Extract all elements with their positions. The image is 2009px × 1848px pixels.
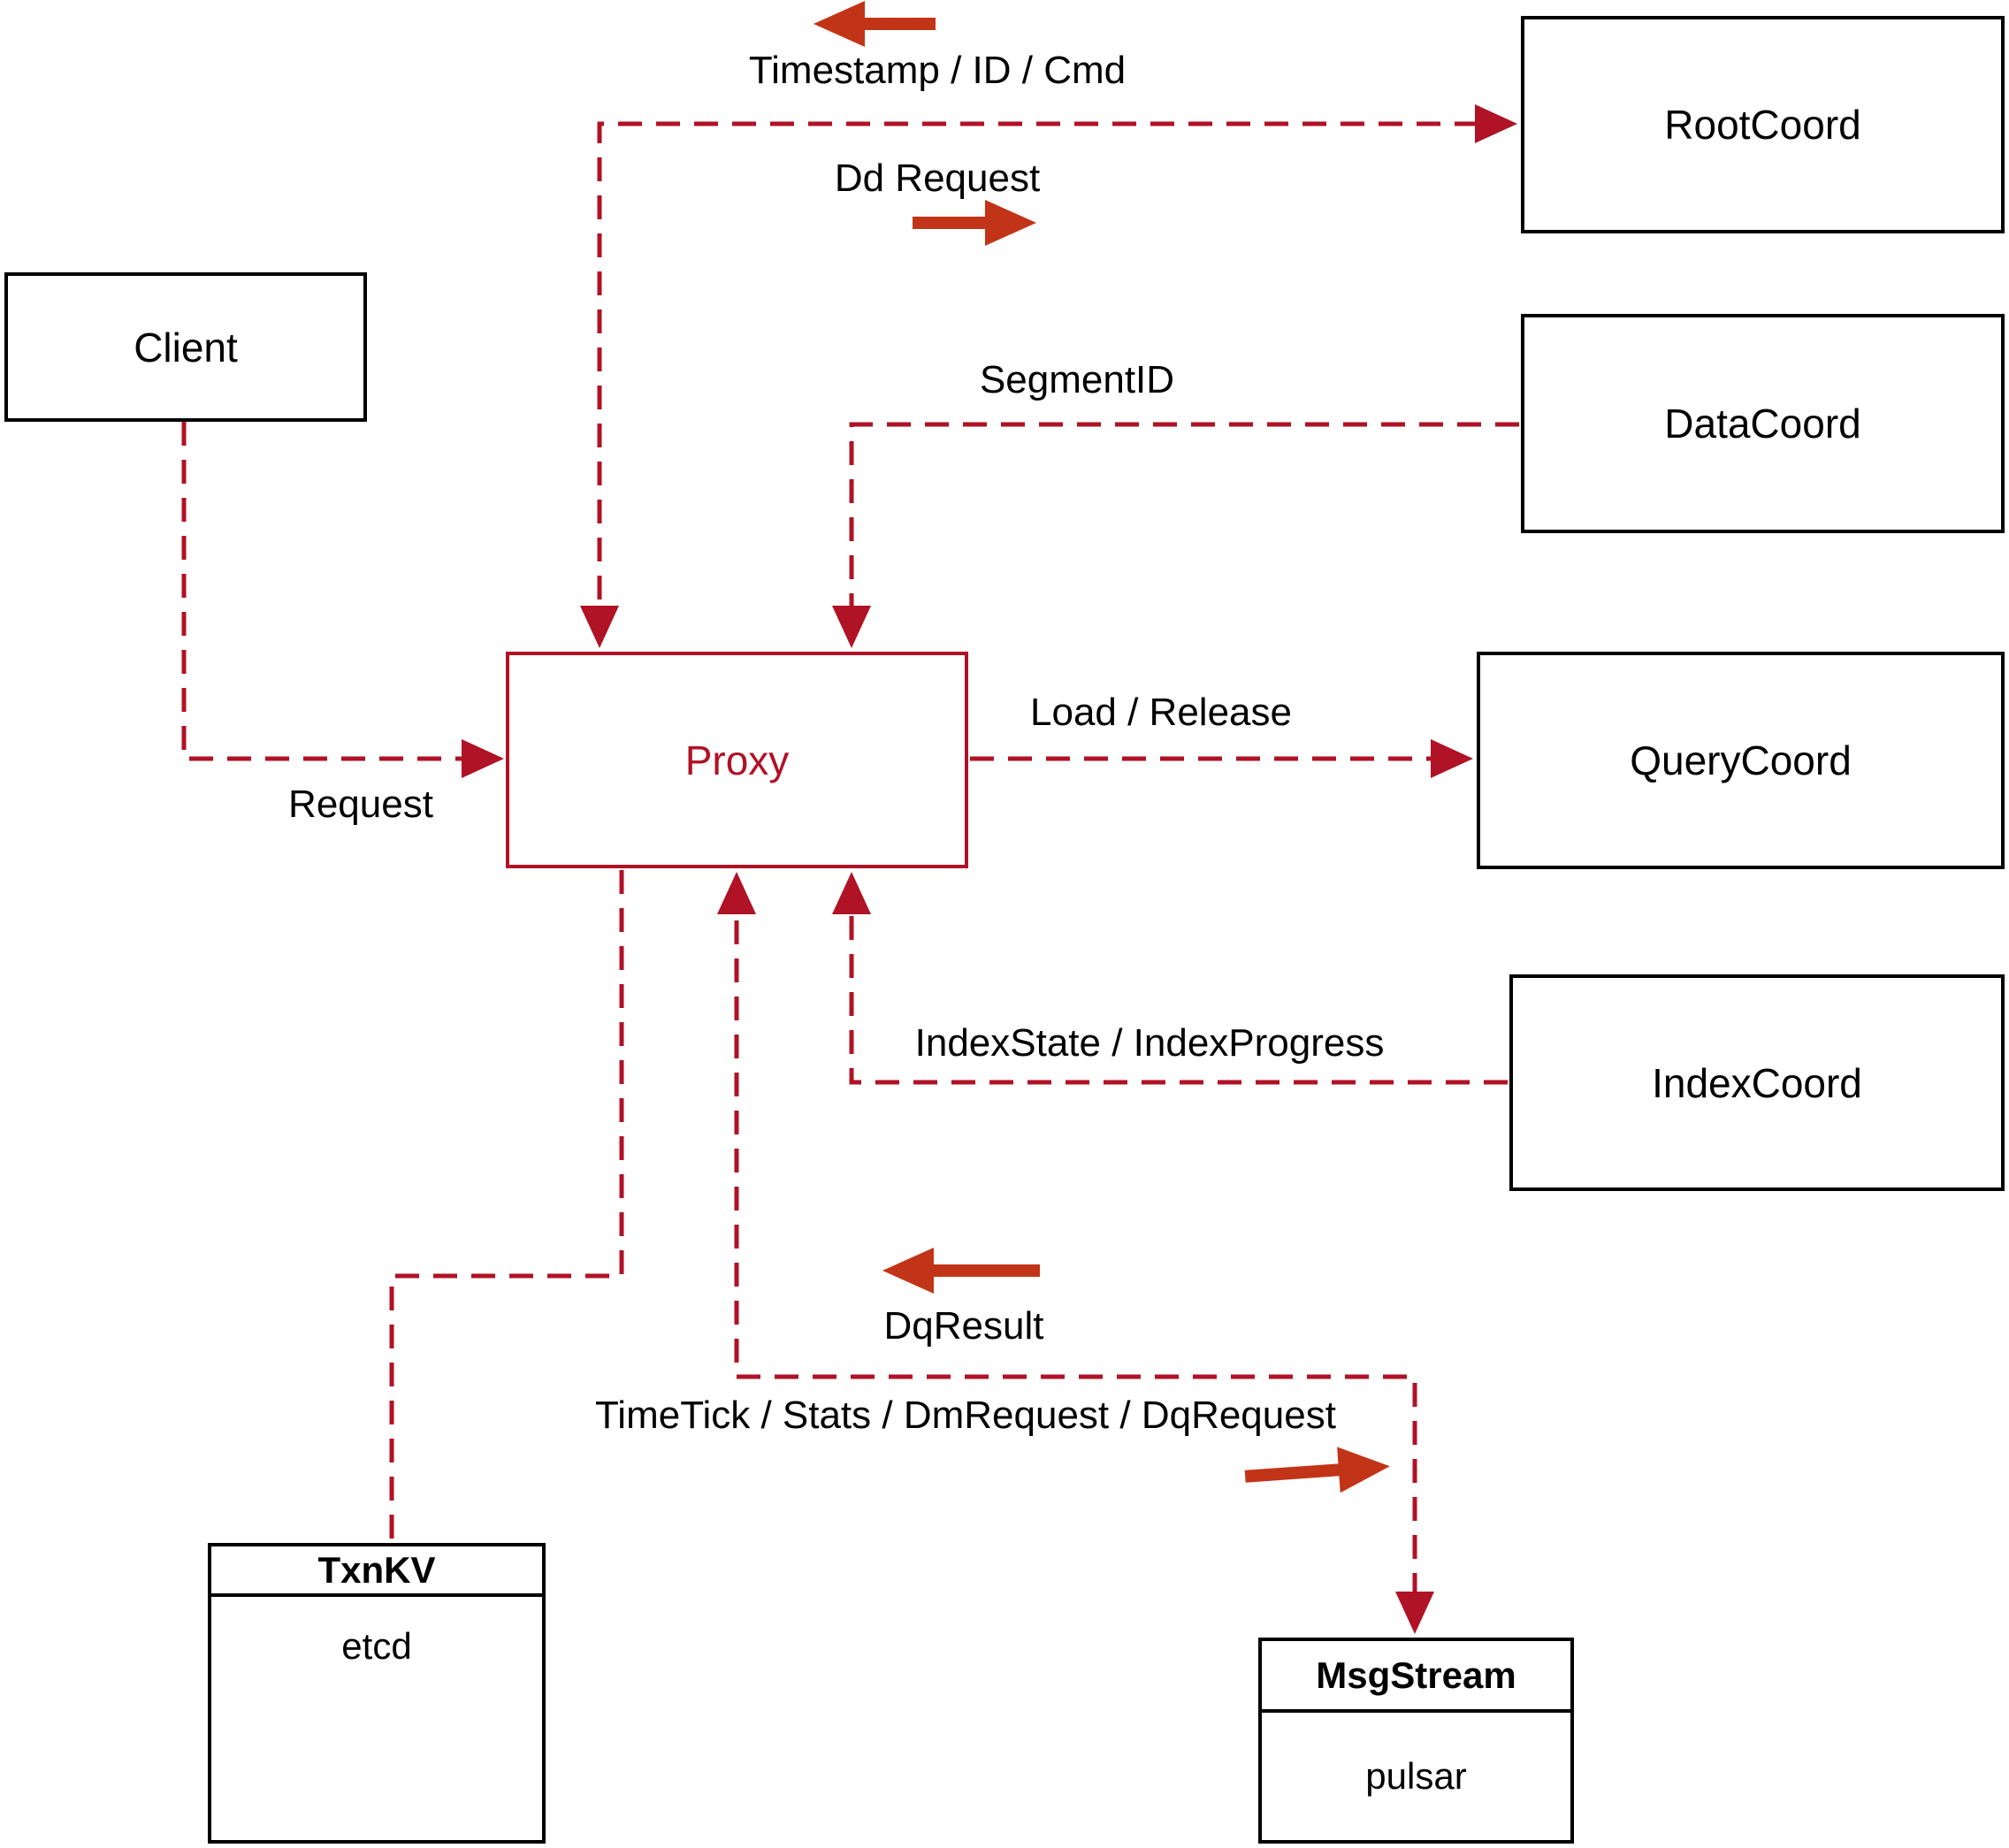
arrowhead-into-proxy-bottom-left-icon — [717, 872, 756, 914]
node-client: Client — [4, 272, 367, 422]
node-msgstream-body: pulsar — [1262, 1713, 1570, 1840]
edge-label-timestamp-id-cmd: Timestamp / ID / Cmd — [748, 49, 1127, 92]
node-rootcoord-label: RootCoord — [1664, 102, 1861, 148]
node-txnkv: TxnKV etcd — [208, 1543, 546, 1844]
edge-label-timetick: TimeTick / Stats / DmRequest / DqRequest — [595, 1394, 1336, 1437]
node-proxy-label: Proxy — [684, 737, 790, 783]
node-msgstream: MsgStream pulsar — [1258, 1638, 1574, 1844]
arrowhead-into-proxy-left-icon — [462, 739, 504, 778]
edge-label-load-release: Load / Release — [1030, 691, 1292, 734]
node-txnkv-impl: etcd — [341, 1625, 412, 1667]
node-rootcoord: RootCoord — [1521, 16, 2005, 233]
direction-arrow-right-ddrequest-icon — [913, 200, 1036, 246]
node-client-label: Client — [134, 324, 238, 370]
edge-indexcoord-proxy — [849, 882, 1508, 1085]
node-msgstream-header: MsgStream — [1262, 1641, 1570, 1713]
edge-client-proxy — [181, 422, 488, 761]
edge-proxy-rootcoord — [597, 121, 1505, 638]
direction-arrow-right-timetick-icon — [1244, 1447, 1390, 1493]
arrowhead-into-proxy-top-right-icon — [832, 606, 871, 648]
edge-proxy-txnkv — [389, 870, 624, 1541]
edge-label-indexstate: IndexState / IndexProgress — [914, 1021, 1385, 1065]
edge-datacoord-proxy — [849, 422, 1519, 638]
arrowhead-into-querycoord-icon — [1431, 739, 1473, 778]
node-querycoord: QueryCoord — [1477, 652, 2005, 869]
node-txnkv-title: TxnKV — [317, 1548, 436, 1591]
node-querycoord-label: QueryCoord — [1630, 737, 1852, 783]
node-indexcoord-label: IndexCoord — [1652, 1059, 1862, 1106]
edge-label-dd-request: Dd Request — [834, 157, 1041, 200]
node-datacoord-label: DataCoord — [1664, 401, 1861, 447]
edge-label-dqresult: DqResult — [883, 1304, 1044, 1348]
node-proxy: Proxy — [506, 652, 968, 868]
node-msgstream-title: MsgStream — [1316, 1653, 1516, 1696]
node-indexcoord: IndexCoord — [1509, 974, 2005, 1191]
direction-arrow-left-dqresult-icon — [882, 1248, 1040, 1294]
edge-proxy-msgstream — [734, 882, 1417, 1623]
arrowhead-into-msgstream-icon — [1395, 1592, 1434, 1634]
node-msgstream-impl: pulsar — [1365, 1755, 1467, 1797]
node-datacoord: DataCoord — [1521, 314, 2005, 533]
node-txnkv-body: etcd — [211, 1597, 542, 1840]
edge-label-segmentid: SegmentID — [979, 358, 1175, 401]
direction-arrow-left-timestamp-icon — [814, 1, 936, 47]
edge-label-request: Request — [288, 783, 433, 826]
arrowhead-into-proxy-top-left-icon — [580, 606, 619, 648]
node-txnkv-header: TxnKV — [211, 1546, 542, 1597]
arrowhead-into-proxy-bottom-right-icon — [832, 872, 871, 914]
arrowhead-into-rootcoord-icon — [1475, 104, 1517, 143]
